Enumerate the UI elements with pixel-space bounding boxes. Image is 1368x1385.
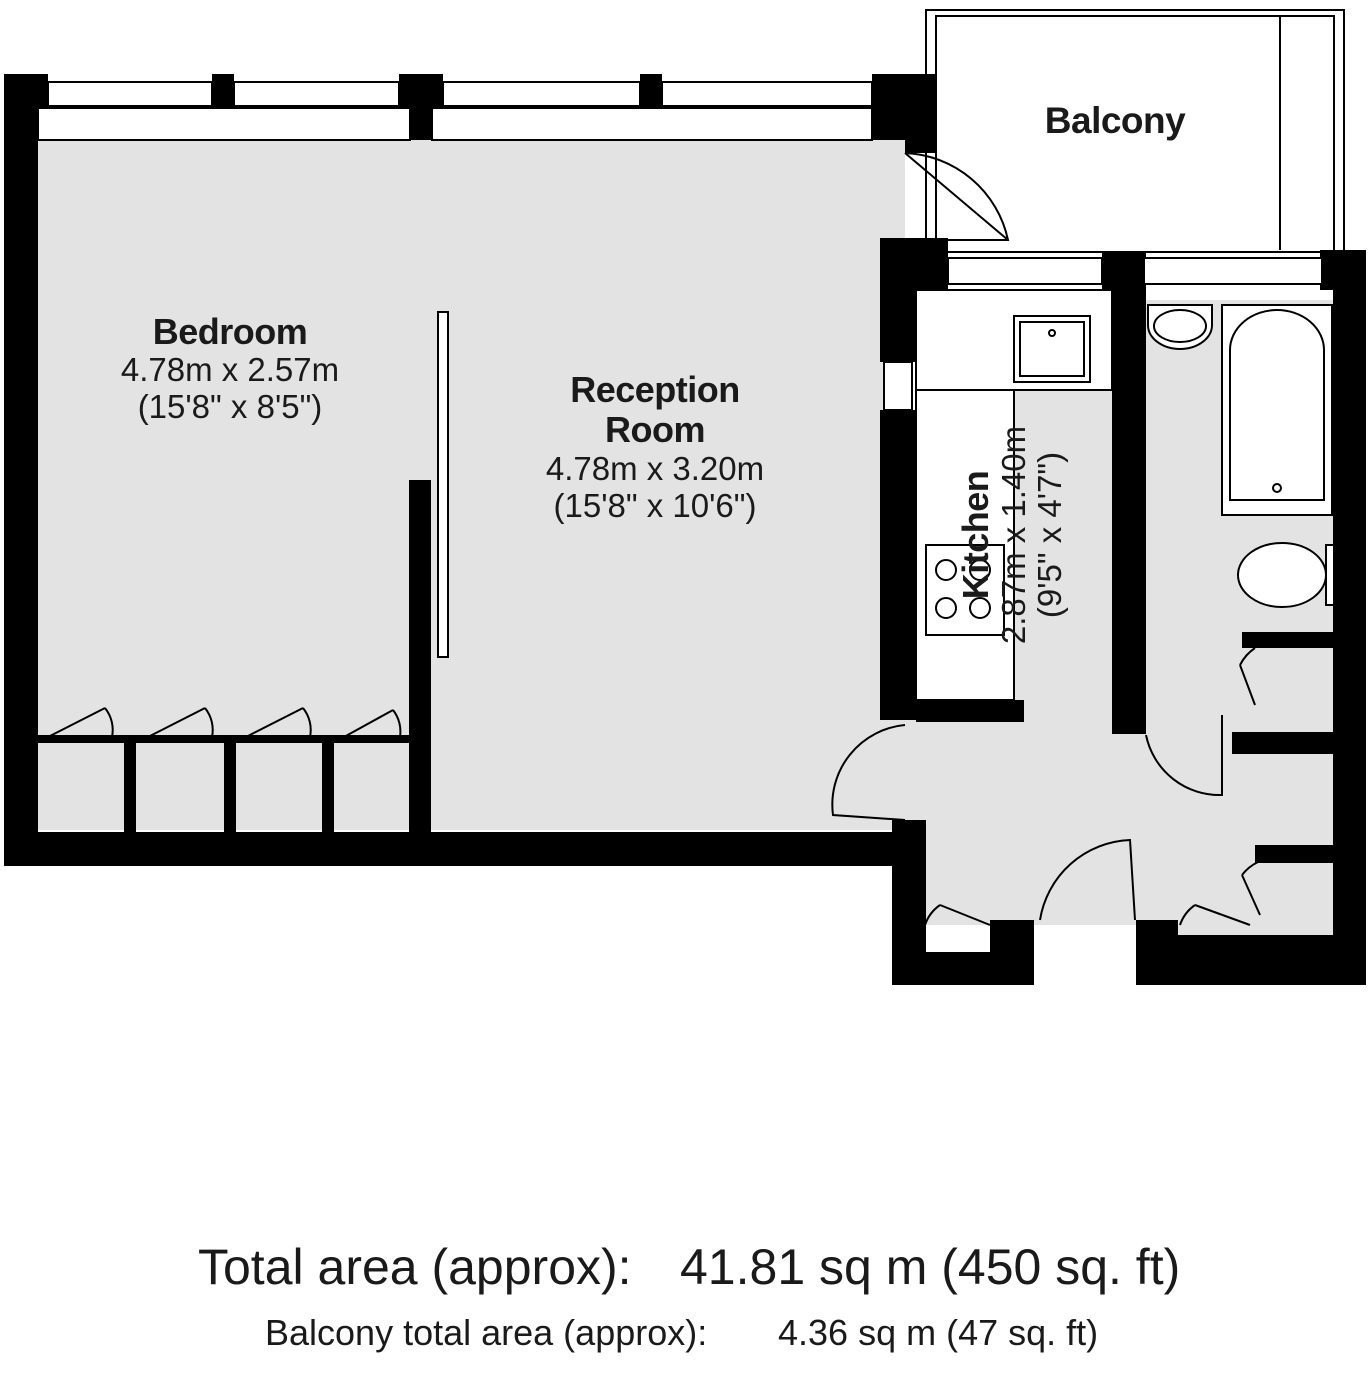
washbasin-bowl — [1153, 309, 1207, 343]
wardrobe-door-3 — [245, 707, 312, 738]
hob-ring-4 — [969, 597, 991, 619]
window-1 — [47, 81, 213, 107]
hall-pier — [990, 920, 1034, 985]
cupboard-door-2 — [1241, 861, 1261, 916]
bath-drain — [1272, 483, 1282, 493]
kitchen-south-wall — [916, 700, 1024, 722]
partition-bedroom — [409, 480, 431, 835]
balcony-area-label: Balcony total area (approx): — [265, 1312, 708, 1353]
hall-door — [831, 724, 906, 821]
hob-ring-3 — [935, 597, 957, 619]
sink-bowl — [1019, 321, 1085, 377]
wardrobe-post-1 — [124, 735, 136, 832]
north-pier-1 — [212, 74, 234, 108]
hob-ring-2 — [969, 559, 991, 581]
kitchen-west-wall-bot — [880, 410, 916, 720]
bathtub — [1229, 309, 1325, 501]
reception-label: Reception Room 4.78m x 3.20m (15'8" x 10… — [510, 369, 800, 525]
sink-drain — [1048, 329, 1056, 337]
bath-west-wall — [1112, 252, 1146, 734]
wardrobe-door-1 — [47, 707, 114, 738]
hob — [925, 544, 1005, 636]
south-wall — [4, 832, 922, 866]
cupboard-wall-1 — [1242, 632, 1334, 648]
bedroom-dim-imperial: (15'8" x 8'5") — [137, 388, 323, 426]
balcony-name: Balcony — [1044, 100, 1186, 141]
balcony-area-value: 4.36 sq m (47 sq. ft) — [778, 1312, 1099, 1353]
cupboard-door-4 — [1179, 904, 1251, 926]
reception-dim-metric: 4.78m x 3.20m — [545, 449, 765, 487]
west-wall — [4, 74, 38, 866]
sink — [1013, 315, 1091, 383]
reception-name-line2: Room — [605, 409, 706, 451]
wardrobe-rail — [38, 735, 410, 743]
bedroom-label: Bedroom 4.78m x 2.57m (15'8" x 8'5") — [100, 311, 360, 426]
window-2 — [233, 81, 400, 107]
reception-dim-imperial: (15'8" x 10'6") — [553, 486, 757, 524]
cupboard-door-3 — [924, 904, 991, 926]
cupboard-wall-3 — [1255, 845, 1335, 863]
toilet-cistern — [1325, 544, 1335, 606]
toilet-bowl — [1237, 542, 1327, 608]
doors — [47, 152, 1261, 926]
window-sill-2 — [431, 107, 873, 141]
hall-south-pier — [1136, 920, 1178, 950]
windows — [37, 81, 1323, 411]
bedroom-dim-metric: 4.78m x 2.57m — [120, 351, 340, 389]
kitchen-dim-metric: 2.87m x 1.40m — [994, 425, 1032, 645]
kitchen-dim-imperial: (9'5" x 4'7") — [1030, 451, 1068, 619]
wardrobe-post-3 — [322, 735, 334, 832]
wardrobe-post-2 — [224, 735, 236, 832]
north-pier-3 — [640, 74, 662, 108]
kitchen-north-wall — [880, 238, 948, 290]
bath-door — [1145, 715, 1223, 797]
balcony — [925, 9, 1345, 253]
window-sill-1 — [37, 107, 411, 141]
front-door — [1039, 838, 1136, 921]
north-wall-jamb — [905, 108, 936, 153]
total-area-value: 41.81 sq m (450 sq. ft) — [680, 1239, 1181, 1295]
bathroom-fittings — [1147, 304, 1335, 608]
reception-name-line1: Reception — [570, 369, 740, 410]
north-wall-left — [4, 74, 48, 108]
north-pier-2b — [410, 74, 432, 140]
window-5 — [947, 257, 1103, 285]
total-area-label: Total area (approx): — [198, 1239, 632, 1295]
wardrobe-door-4 — [343, 709, 402, 738]
balcony-inner — [935, 15, 1335, 253]
kitchen-side-window — [883, 361, 913, 411]
window-3 — [442, 81, 641, 107]
walls — [4, 74, 1366, 985]
kitchen-name: Kitchen — [954, 470, 996, 600]
bedroom-name: Bedroom — [152, 311, 308, 352]
east-wall — [1333, 250, 1366, 985]
cupboard-wall-2 — [1232, 732, 1334, 754]
balcony-door — [904, 152, 1010, 241]
window-4 — [661, 81, 873, 107]
cupboard-door-1 — [1239, 647, 1256, 706]
kitchen-fittings — [915, 289, 1113, 701]
wardrobe-door-2 — [147, 707, 214, 738]
window-6 — [1143, 257, 1323, 285]
bedroom-floor — [38, 140, 413, 830]
reception-floor — [413, 140, 905, 830]
sliding-partition — [437, 311, 449, 658]
kitchen-arch-wall — [1112, 710, 1146, 734]
hob-ring-1 — [935, 559, 957, 581]
